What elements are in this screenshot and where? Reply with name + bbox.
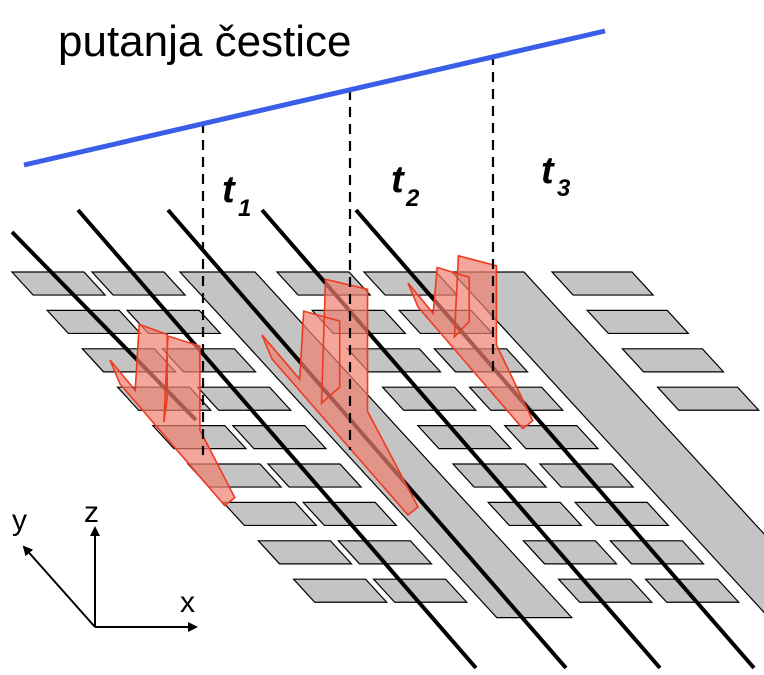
coordinate-axes: y z x (12, 496, 198, 632)
y-axis-arrow (22, 545, 96, 628)
time-label-t1-main: t (222, 169, 236, 211)
strip-1 (450, 271, 764, 614)
pad-c0-r8 (292, 578, 389, 603)
pad-c2-r8 (557, 578, 654, 603)
pad-c0-r6 (221, 501, 318, 527)
axis-label-x: x (180, 586, 195, 619)
signal-t3 (407, 254, 534, 430)
axis-label-z: z (84, 496, 99, 529)
pad-c0-r7 (257, 540, 353, 565)
pad-c2-r6 (486, 501, 583, 527)
time-label-t2-sub: 2 (405, 185, 420, 212)
pad-c4-r3 (656, 386, 761, 411)
time-label-t3-sub: 3 (557, 175, 571, 202)
time-label-t1: t 1 (222, 169, 251, 222)
pad-c3-r8 (644, 578, 741, 603)
pad-c4-r0 (550, 271, 655, 296)
time-label-t2: t 2 (391, 159, 420, 212)
pad-c2-r5 (451, 463, 548, 488)
time-label-t3-main: t (541, 150, 555, 192)
pad-c3-r7 (609, 540, 705, 565)
time-label-t3: t 3 (541, 150, 571, 202)
pad-c2-r4 (416, 425, 513, 450)
time-label-t1-sub: 1 (238, 195, 251, 222)
pad-c2-r7 (522, 540, 618, 565)
pad-c0-r0 (10, 271, 107, 296)
signal-t1 (109, 323, 236, 507)
wire-1 (76, 208, 478, 670)
particle-trajectory-line (23, 28, 606, 168)
induced-signals (109, 254, 534, 517)
pad-c1-r8 (372, 578, 469, 603)
pad-c1-r5 (266, 463, 363, 488)
pad-c1-r7 (337, 540, 433, 565)
pad-c1-r0 (90, 271, 187, 296)
pad-c4-r2 (621, 348, 725, 373)
wire-4 (354, 208, 756, 670)
pad-c4-r1 (585, 309, 690, 335)
pad-c1-r6 (301, 501, 398, 527)
drift-projection-lines (201, 55, 495, 455)
time-label-t2-main: t (391, 159, 405, 201)
pad-c2-r3 (381, 386, 478, 411)
diagram-title: putanja čestice (58, 17, 352, 66)
pad-c1-r4 (231, 425, 328, 450)
axis-label-y: y (12, 504, 27, 537)
signal-t2 (261, 278, 420, 517)
